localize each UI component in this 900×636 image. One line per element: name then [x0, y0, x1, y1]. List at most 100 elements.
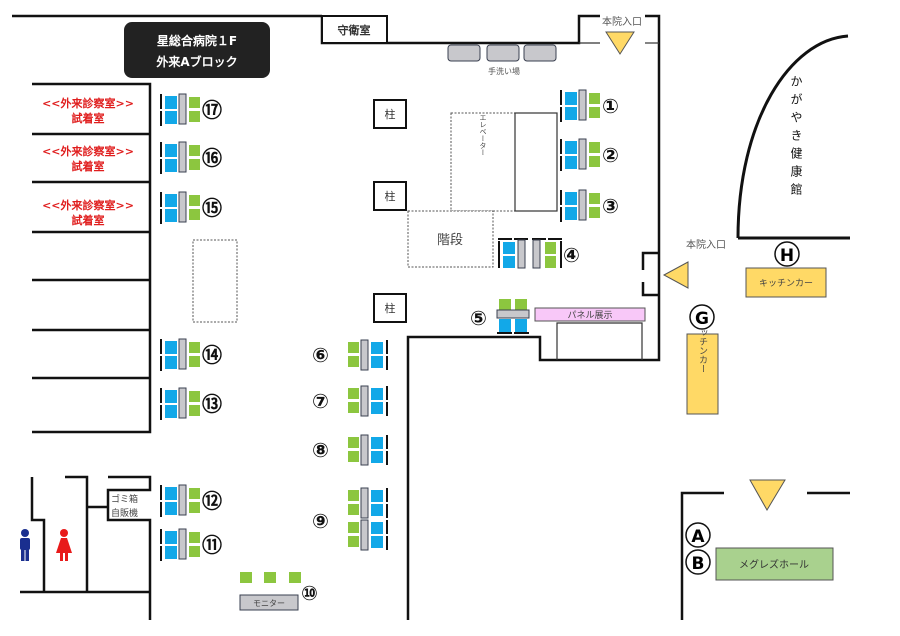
- booth-1: ①: [560, 89, 619, 122]
- booth-number: ⑨: [312, 509, 329, 533]
- svg-text:試着室: 試着室: [72, 159, 105, 173]
- chair-green: [189, 209, 200, 220]
- spot-h: H: [774, 241, 800, 267]
- svg-text:パネル展示: パネル展示: [567, 310, 612, 321]
- booth-number: ⑯: [202, 146, 222, 170]
- chair-blue: [165, 341, 177, 354]
- counter: [192, 239, 238, 323]
- booth-12: ⑫: [160, 484, 222, 517]
- chair-green: [589, 142, 600, 153]
- booth-number: ④: [563, 243, 580, 267]
- chair-blue: [165, 144, 177, 157]
- title-box: 星総合病院１F 外来Aブロック: [124, 22, 270, 78]
- svg-text:自販機: 自販機: [111, 507, 138, 519]
- booth-number: ⑥: [312, 343, 329, 367]
- entrance-main-top: 本院入口: [602, 15, 642, 55]
- svg-text:手洗い場: 手洗い場: [488, 66, 520, 76]
- booth-6: ⑥: [312, 339, 388, 371]
- booth-16: ⑯: [160, 141, 222, 174]
- chair-blue: [165, 356, 177, 369]
- spot-g: G: [689, 304, 715, 330]
- svg-text:試着室: 試着室: [72, 213, 105, 227]
- svg-text:柱: 柱: [385, 107, 396, 121]
- chair-blue: [565, 207, 577, 220]
- booth-number: ①: [602, 94, 619, 118]
- booth-7: ⑦: [312, 385, 388, 417]
- desk: [178, 484, 187, 516]
- chair-blue: [565, 156, 577, 169]
- booth-9: ⑨: [312, 487, 388, 533]
- booth-8: ⑧: [312, 434, 388, 466]
- booth-3: ③: [560, 189, 619, 222]
- svg-text:メグレズホール: メグレズホール: [739, 558, 809, 571]
- svg-text:柱: 柱: [385, 189, 396, 203]
- chair-blue: [165, 531, 177, 544]
- svg-text:H: H: [780, 246, 794, 266]
- chair-green: [189, 159, 200, 170]
- chair-green: [189, 391, 200, 402]
- exam-rooms: <<外来診察室>> 試着室 <<外来診察室>> 試着室 <<外来診察室>> 試着…: [42, 96, 134, 227]
- trash-vending: ゴミ箱 自販機: [111, 493, 138, 519]
- booth-11: ⑪: [160, 528, 222, 561]
- booth-number: ⑪: [202, 533, 222, 557]
- svg-text:A: A: [691, 527, 705, 547]
- svg-text:<<外来診察室>>: <<外来診察室>>: [42, 198, 134, 212]
- booth-number: ⑬: [202, 392, 222, 416]
- booth-14: ⑭: [160, 338, 222, 371]
- booth-10: モニター: [239, 572, 301, 611]
- booth-number: ③: [602, 194, 619, 218]
- entrance-main-side: 本院入口: [662, 238, 726, 289]
- chair-green: [189, 111, 200, 122]
- chair-green: [189, 342, 200, 353]
- desk: [178, 528, 187, 560]
- booths: ① ② ③ ⑥ ⑦ ⑧ ⑨ ⑪ ⑫ ⑬ ⑭ ⑮ ⑯ ⑰ ④ ⑤ ⑩: [160, 89, 619, 605]
- title-line2: 外来Aブロック: [156, 54, 237, 69]
- chair-blue: [565, 92, 577, 105]
- chair-blue: [165, 390, 177, 403]
- svg-text:試着室: 試着室: [72, 111, 105, 125]
- booth-number: ②: [602, 143, 619, 167]
- booth-number: ⑤: [470, 306, 487, 330]
- svg-text:<<外来診察室>>: <<外来診察室>>: [42, 96, 134, 110]
- desk: [178, 93, 187, 125]
- chair-blue: [165, 487, 177, 500]
- booth-15: ⑮: [160, 191, 222, 224]
- desk: [578, 89, 587, 121]
- svg-text:G: G: [695, 309, 709, 329]
- desk: [178, 338, 187, 370]
- chair-green: [189, 546, 200, 557]
- chair-green: [189, 405, 200, 416]
- elevator: エレベーター: [450, 112, 558, 212]
- stairs: 階段: [407, 210, 494, 268]
- booth-number: ⑫: [202, 489, 222, 513]
- male-toilet-icon: [20, 529, 30, 561]
- chair-green: [589, 93, 600, 104]
- svg-text:本院入口: 本院入口: [602, 15, 642, 28]
- spot-a: A: [685, 522, 711, 548]
- booth-5: ⑤: [470, 299, 530, 334]
- desk: [178, 191, 187, 223]
- booth-number: ⑩: [301, 581, 318, 605]
- title-line1: 星総合病院１F: [157, 33, 237, 48]
- svg-text:階段: 階段: [437, 233, 463, 248]
- svg-text:<<外来診察室>>: <<外来診察室>>: [42, 144, 134, 158]
- booth-4: ④: [498, 238, 580, 269]
- booth-number: ⑭: [202, 343, 222, 367]
- panel-display: パネル展示: [534, 307, 646, 322]
- chair-blue: [165, 546, 177, 559]
- booth-number: ⑧: [312, 438, 329, 462]
- chair-blue: [165, 209, 177, 222]
- chair-green: [189, 502, 200, 513]
- chair-blue: [165, 159, 177, 172]
- booth-number: ⑰: [202, 98, 222, 122]
- booth-number: ⑦: [312, 389, 329, 413]
- svg-text:モニター: モニター: [253, 599, 285, 608]
- chair-green: [589, 156, 600, 167]
- desk: [178, 141, 187, 173]
- chair-blue: [165, 502, 177, 515]
- desk: [578, 189, 587, 221]
- entrance-bottom-icon: [749, 479, 786, 511]
- chair-blue: [565, 141, 577, 154]
- chair-green: [189, 97, 200, 108]
